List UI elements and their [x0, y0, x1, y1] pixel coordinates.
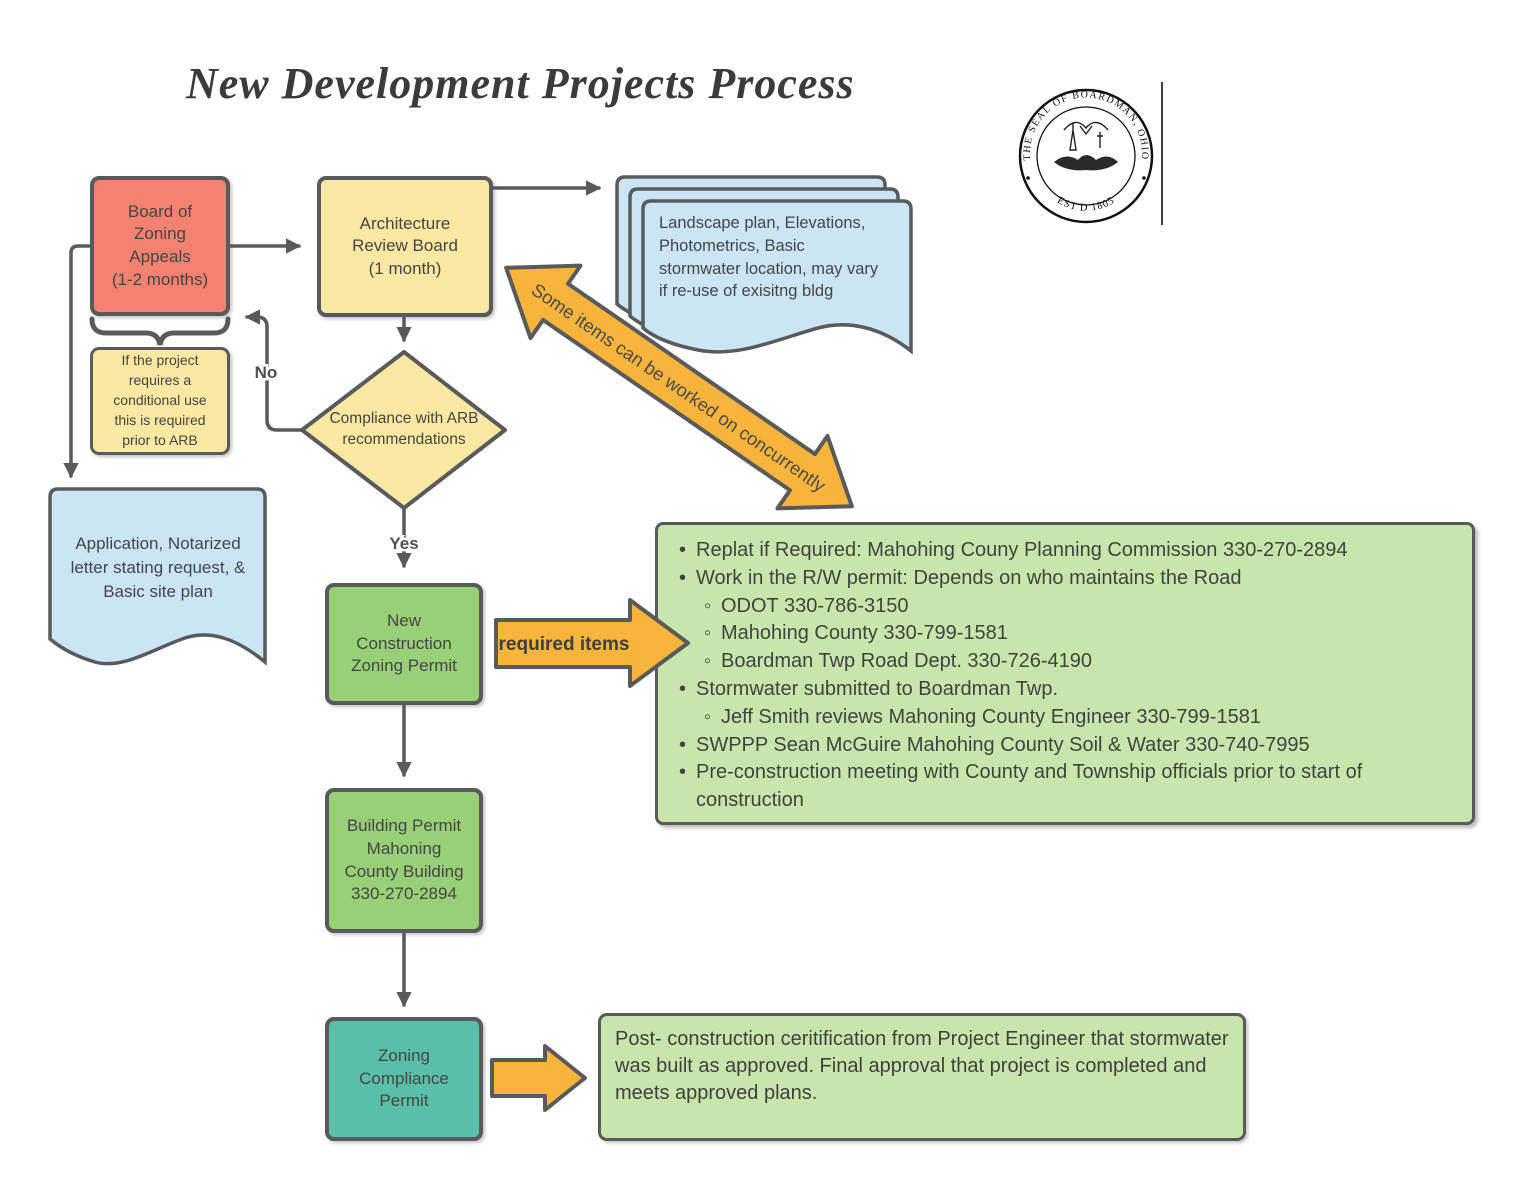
required-items-list: •Replat if Required: Mahohing Couny Plan… [676, 537, 1456, 815]
requirement-item: ◦Jeff Smith reviews Mahoning County Engi… [703, 705, 1261, 728]
yes-label: Yes [389, 534, 418, 553]
seal-bottom-text: EST'D 1805 [1055, 195, 1116, 214]
svg-text:EST'D 1805: EST'D 1805 [1055, 195, 1117, 214]
requirement-item: •Stormwater submitted to Boardman Twp. [678, 677, 1059, 700]
requirement-item: •Pre-construction meeting with County an… [678, 761, 1363, 812]
post-construction-arrow [490, 1044, 587, 1112]
page-title: New Development Projects Process [186, 59, 855, 108]
requirement-item: •Replat if Required: Mahohing Couny Plan… [678, 539, 1348, 561]
node-building-permit: Building Permit Mahoning County Building… [325, 788, 483, 933]
curly-brace [89, 316, 231, 346]
decision-diamond-text: Compliance with ARB recommendations [329, 410, 479, 449]
node-new-construction-zoning-permit: New Construction Zoning Permit [325, 583, 483, 705]
requirement-item: ◦Boardman Twp Road Dept. 330-726-4190 [703, 650, 1092, 673]
svg-text:THE SEAL OF BOARDMAN, OHIO: THE SEAL OF BOARDMAN, OHIO [1022, 89, 1150, 160]
document-stack-text: Landscape plan, Elevations, Photometrics… [659, 214, 879, 301]
requirement-item: ◦ODOT 330-786-3150 [703, 594, 909, 617]
connector-decision-no-to-bza [244, 309, 304, 432]
node-architecture-review-board: Architecture Review Board (1 month) [317, 176, 493, 317]
seal-eagle-art [1054, 121, 1118, 171]
note-post-construction: Post- construction ceritification from P… [598, 1013, 1246, 1141]
note-conditional-use: If the project requires a conditional us… [90, 347, 230, 455]
application-document-text: Application, Notarized letter stating re… [70, 534, 246, 601]
required-items-box: •Replat if Required: Mahohing Couny Plan… [655, 522, 1475, 825]
no-label: No [255, 363, 278, 382]
boardman-seal: THE SEAL OF BOARDMAN, OHIO EST'D 1805 [1018, 88, 1154, 224]
node-zoning-compliance-permit: Zoning Compliance Permit [325, 1017, 483, 1141]
connector-bza-to-application [63, 244, 92, 479]
requirement-item: ◦Mahohing County 330-799-1581 [703, 622, 1008, 645]
seal-arc-text: THE SEAL OF BOARDMAN, OHIO [1022, 89, 1149, 160]
concurrent-arrow-label: Some items can be worked on concurrently [528, 279, 830, 497]
node-board-of-zoning-appeals: Board of Zoning Appeals (1-2 months) [90, 176, 230, 316]
requirement-item: •Work in the R/W permit: Depends on who … [678, 566, 1242, 589]
requirement-item: •SWPPP Sean McGuire Mahohing County Soil… [678, 733, 1310, 756]
required-items-label: required items [499, 634, 630, 655]
